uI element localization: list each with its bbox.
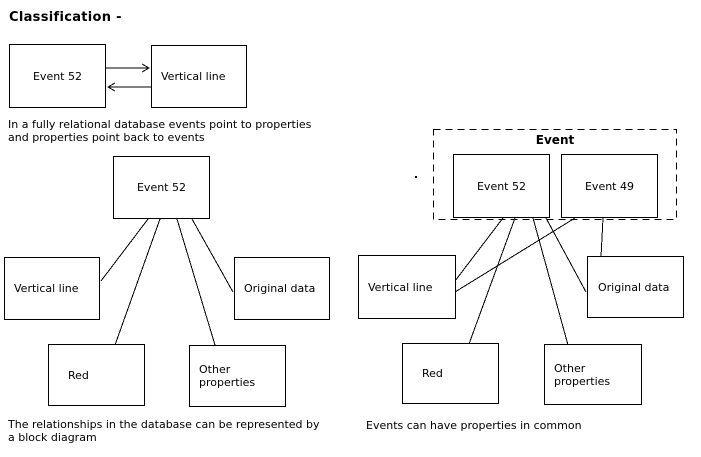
box-other-properties-block: Other properties (189, 345, 286, 407)
connector-event52-original-data-right (545, 217, 587, 293)
box-vertical-line-block: Vertical line (4, 257, 100, 320)
caption-pointer-line2: and properties point back to events (8, 131, 205, 144)
connector-event52-vertical-line (100, 218, 149, 282)
event-group-dashed-box (433, 129, 677, 220)
stray-dot-mark (415, 176, 417, 178)
box-label: Original data (598, 280, 670, 294)
box-label: Vertical line (14, 282, 79, 295)
box-label: Event 49 (584, 179, 634, 193)
box-event-52-block: Event 52 (113, 156, 210, 219)
caption-block-line1: The relationships in the database can be… (8, 418, 320, 431)
box-event-52-pointer: Event 52 (9, 44, 106, 108)
page-title: Classification - (9, 10, 122, 25)
arrow-right-head-icon (141, 63, 151, 73)
connector-event49-original-data-right (600, 217, 604, 258)
connector-event52-red (114, 218, 161, 346)
box-original-data-shared: Original data (587, 256, 684, 318)
connector-event52-red-right (468, 217, 516, 345)
box-vertical-line-pointer: Vertical line (151, 45, 247, 108)
box-red-block: Red (48, 344, 145, 406)
connector-event52-other-properties-right (532, 217, 569, 346)
arrow-left-head-icon (106, 82, 116, 92)
box-label: Event 52 (136, 181, 186, 194)
box-event-49-shared: Event 49 (561, 154, 658, 218)
box-vertical-line-shared: Vertical line (358, 255, 456, 319)
caption-block-line2: a block diagram (8, 431, 97, 444)
box-label: Vertical line (368, 280, 433, 294)
box-label: Red (68, 368, 89, 382)
connector-event52-original-data (191, 218, 234, 293)
connector-event52-vertical-line-right (454, 217, 504, 282)
event-group-label: Event (535, 133, 575, 147)
connector-event52-other-properties (176, 218, 216, 346)
box-original-data-block: Original data (234, 257, 330, 320)
box-label: Other properties (199, 363, 256, 389)
box-label: Event 52 (32, 69, 82, 83)
box-label: Original data (244, 282, 316, 295)
box-red-shared: Red (402, 343, 499, 404)
box-label: Other properties (554, 361, 611, 388)
box-event-52-shared: Event 52 (453, 154, 550, 218)
box-label: Event 52 (476, 179, 526, 193)
caption-shared: Events can have properties in common (366, 419, 582, 432)
box-label: Vertical line (161, 70, 226, 83)
connector-event49-vertical-line-right (454, 217, 576, 293)
caption-pointer-line1: In a fully relational database events po… (8, 118, 312, 131)
box-label: Red (422, 367, 443, 380)
box-other-properties-shared: Other properties (544, 344, 642, 405)
